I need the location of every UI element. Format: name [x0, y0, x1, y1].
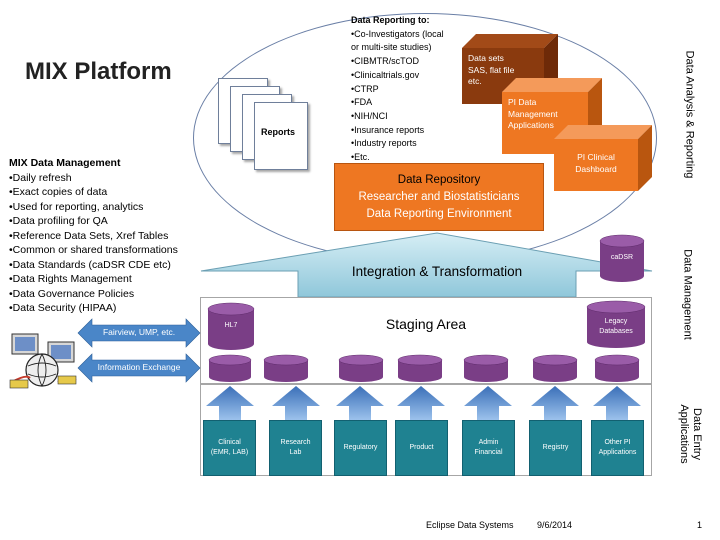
information-exchange-label: Information Exchange — [97, 362, 181, 372]
report-page — [254, 102, 308, 170]
pi-clinical-line: Dashboard — [575, 163, 617, 174]
hl7-label: HL7 — [224, 322, 238, 329]
cadsr-database: caDSR — [599, 234, 645, 284]
data-analysis-reporting-label: Data Analysis & Reporting — [683, 50, 696, 179]
mdm-item: •Data Rights Management — [9, 273, 132, 285]
mdm-title: MIX Data Management — [9, 157, 121, 169]
up-arrow — [593, 386, 641, 420]
repository-line: Researcher and Biostatisticians — [358, 191, 520, 203]
up-arrow — [336, 386, 384, 420]
app-label: Research — [280, 439, 311, 446]
pi-clinical-dashboard-cube: PI Clinical Dashboard — [554, 125, 652, 191]
staging-cylinder — [594, 354, 640, 382]
staging-label: Staging Area — [385, 316, 467, 332]
app-label: Financial — [474, 449, 503, 456]
legacy-line: Databases — [599, 328, 633, 335]
cadsr-label: caDSR — [610, 254, 634, 261]
app-label: Other PI — [604, 439, 631, 446]
repository-title: Data Repository — [397, 174, 481, 186]
staging-cylinder — [532, 354, 578, 382]
mdm-item: •Reference Data Sets, Xref Tables — [9, 229, 169, 242]
staging-cylinder — [208, 354, 252, 382]
up-arrow — [272, 386, 320, 420]
staging-cylinder — [338, 354, 384, 382]
mdm-item: •Exact copies of data — [9, 186, 108, 198]
app-label: Product — [409, 444, 434, 451]
app-regulatory: Regulatory — [334, 420, 387, 476]
footer-date: 9/6/2014 — [537, 520, 573, 530]
data-management-label: Data Management — [681, 249, 694, 340]
app-label: Regulatory — [343, 444, 378, 451]
app-label: Applications — [598, 449, 637, 456]
legacy-database: Legacy Databases — [586, 300, 646, 350]
mdm-item: •Daily refresh — [9, 171, 72, 184]
fairview-label: Fairview, UMP, etc. — [102, 327, 176, 337]
footer-company: Eclipse Data Systems — [426, 520, 514, 530]
data-reporting-item: •Insurance reports — [351, 124, 425, 135]
app-product: Product — [395, 420, 448, 476]
app-label: Registry — [542, 444, 569, 451]
data-reporting-item: or multi-site studies) — [351, 42, 432, 53]
data-reporting-list: Data Reporting to: •Co-Investigators (lo… — [351, 14, 471, 165]
mdm-item: •Data profiling for QA — [9, 215, 108, 227]
double-arrow — [77, 318, 201, 348]
app-label: Admin — [478, 439, 499, 446]
pi-data-management-line: PI Data — [508, 97, 537, 107]
mix-data-management-list: MIX Data Management •Daily refresh •Exac… — [9, 156, 178, 316]
datasets-line: SAS, flat file — [468, 64, 515, 75]
up-arrow — [397, 386, 445, 420]
data-entry-line: Data Entry — [691, 408, 703, 460]
staging-cylinder — [463, 354, 509, 382]
mdm-item: •Data Governance Policies — [9, 287, 135, 300]
app-registry: Registry — [529, 420, 582, 476]
mdm-item: •Used for reporting, analytics — [9, 200, 144, 213]
double-arrow — [77, 353, 201, 383]
integration-label: Integration & Transformation — [351, 264, 523, 279]
app-label: Lab — [289, 449, 302, 456]
repository-line: Data Reporting Environment — [366, 208, 512, 220]
data-reporting-item: •Co-Investigators (local — [351, 28, 444, 39]
app-label: Clinical — [218, 439, 241, 446]
up-arrow — [206, 386, 254, 420]
data-reporting-item: •Etc. — [351, 152, 370, 163]
up-arrow — [531, 386, 579, 420]
data-reporting-item: •FDA — [351, 97, 373, 108]
app-label: (EMR, LAB) — [210, 449, 249, 456]
up-arrow — [464, 386, 512, 420]
datasets-line: etc. — [468, 76, 482, 86]
pi-data-management-line: Management — [508, 108, 558, 119]
reports-label: Reports — [260, 127, 295, 137]
data-reporting-item: •CTRP — [351, 83, 379, 94]
mdm-item: •Common or shared transformations — [9, 244, 178, 256]
data-entry-line: Applications — [678, 404, 690, 464]
mdm-item: •Data Standards (caDSR CDE etc) — [9, 258, 171, 271]
pi-clinical-line: PI Clinical — [577, 152, 615, 162]
legacy-line: Legacy — [604, 318, 628, 325]
data-reporting-title: Data Reporting to: — [351, 15, 430, 25]
app-other-pi: Other PI Applications — [591, 420, 644, 476]
datasets-line: Data sets — [468, 53, 504, 63]
data-entry-applications-label: Data Entry Applications — [677, 394, 703, 474]
data-reporting-item: •Clinicaltrials.gov — [351, 69, 420, 80]
data-reporting-item: •Industry reports — [351, 138, 417, 149]
network-globe-icon — [9, 333, 77, 389]
data-reporting-item: •CIBMTR/scTOD — [351, 56, 419, 67]
hl7-database: HL7 — [207, 302, 255, 352]
footer-page-number: 1 — [697, 520, 703, 530]
staging-cylinder — [263, 354, 309, 382]
page-title: MIX Platform — [25, 58, 172, 85]
app-clinical: Clinical (EMR, LAB) — [203, 420, 256, 476]
mdm-item: •Data Security (HIPAA) — [9, 302, 117, 314]
data-reporting-item: •NIH/NCI — [351, 110, 388, 121]
pi-data-management-line: Applications — [508, 120, 554, 130]
data-repository-box: Data Repository Researcher and Biostatis… — [334, 163, 544, 231]
staging-cylinder — [397, 354, 443, 382]
